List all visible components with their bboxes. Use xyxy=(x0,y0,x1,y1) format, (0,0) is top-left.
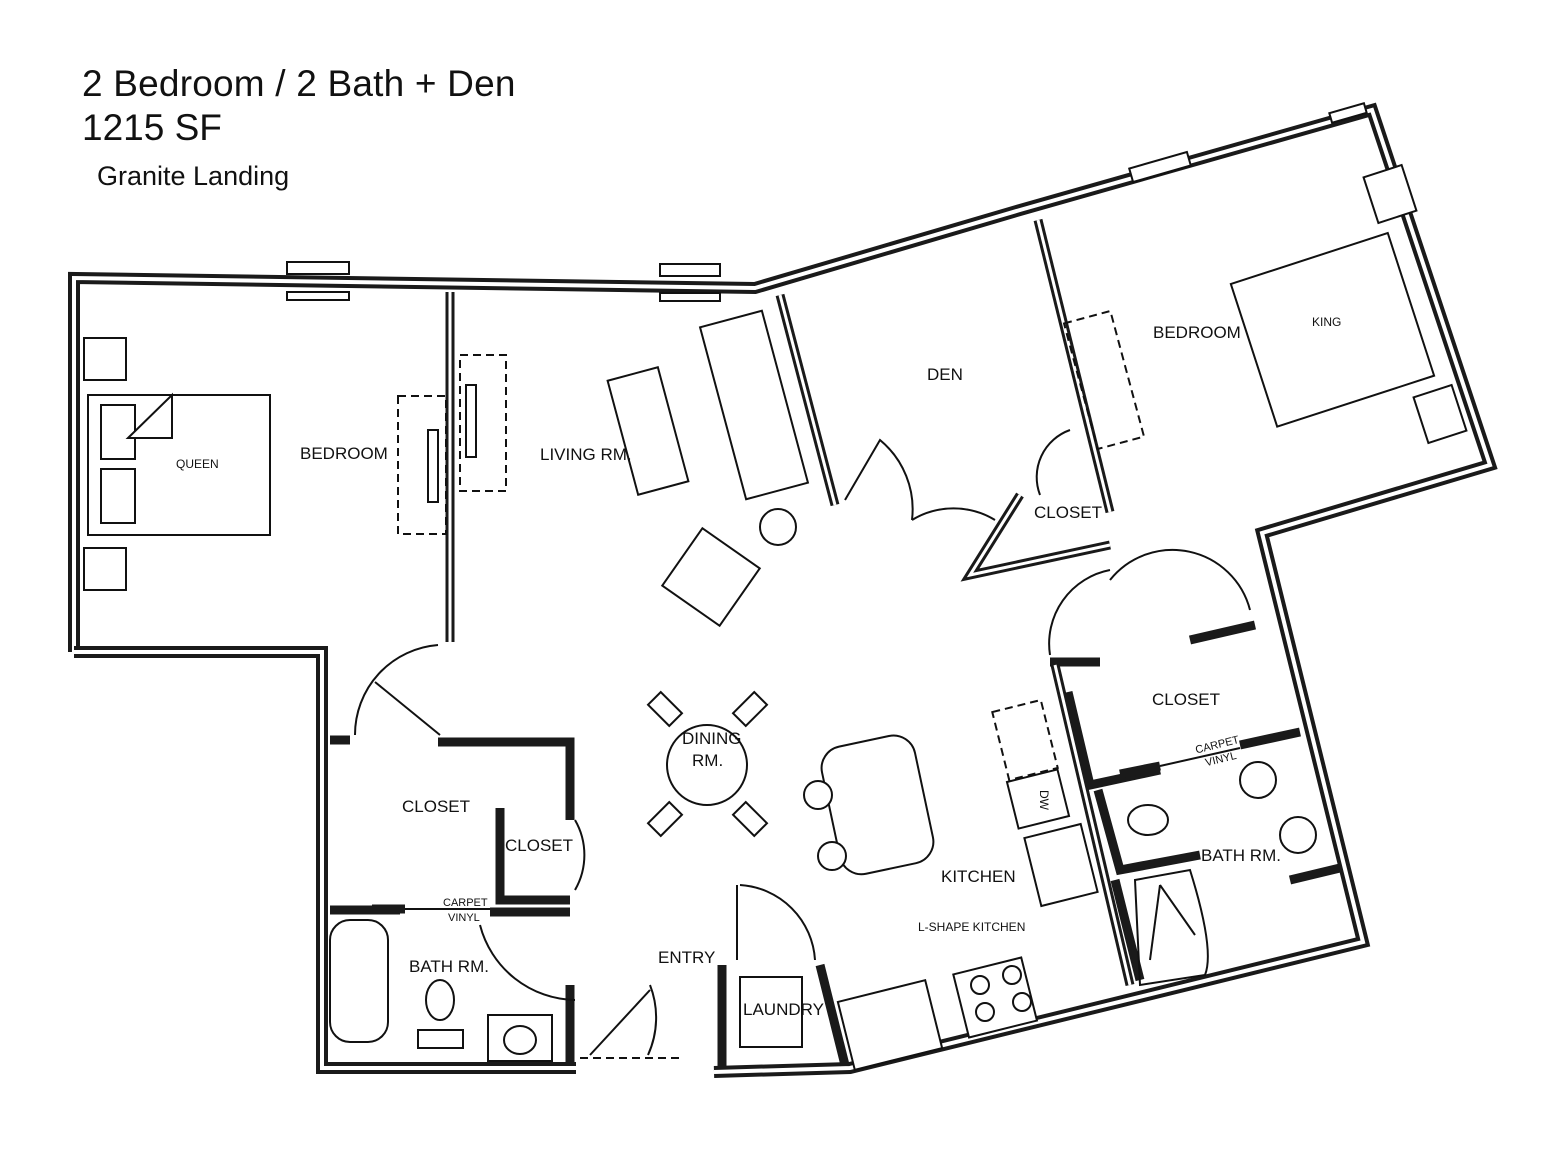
sink-icon xyxy=(1023,822,1099,908)
label-kitchen: KITCHEN xyxy=(941,867,1016,886)
unit-square-footage: 1215 SF xyxy=(82,107,222,148)
window-den xyxy=(1127,150,1193,184)
toilet-icon xyxy=(425,979,455,1021)
exterior-walls xyxy=(68,102,1498,1078)
counter-sink-icon xyxy=(836,978,944,1072)
dresser-icon xyxy=(1062,309,1146,451)
armchair-icon xyxy=(660,526,762,628)
interior-walls xyxy=(330,218,1342,1068)
label-den-closet: CLOSET xyxy=(1034,503,1102,522)
dresser-icon xyxy=(397,395,447,535)
label-bath-1: BATH RM. xyxy=(409,957,489,976)
label-laundry: LAUNDRY xyxy=(743,1000,824,1019)
transition-carpet-label: CARPET xyxy=(443,897,488,909)
label-queen-bed: QUEEN xyxy=(176,457,219,471)
label-hall-closet-1: CLOSET xyxy=(402,797,470,816)
label-bedroom-2: BEDROOM xyxy=(1153,323,1241,342)
label-den: DEN xyxy=(927,365,963,384)
door-hall-closet xyxy=(574,819,586,891)
kitchen-island-icon xyxy=(820,734,935,876)
door-bedroom1 xyxy=(353,644,439,736)
door-den xyxy=(844,438,914,521)
label-dining-1: DINING xyxy=(682,729,742,748)
room-labels: BEDROOM QUEEN LIVING RM. DEN BEDROOM KIN… xyxy=(176,315,1341,1019)
coffee-table-icon xyxy=(606,366,690,496)
sofa-icon xyxy=(698,309,810,501)
chair-icon xyxy=(646,800,684,838)
label-kitchen-type: L-SHAPE KITCHEN xyxy=(918,920,1025,934)
door-laundry xyxy=(739,884,816,961)
sink-icon xyxy=(1239,761,1277,799)
transition-vinyl-label: VINYL xyxy=(448,912,480,924)
stool-icon xyxy=(803,780,833,810)
door-entry xyxy=(647,984,658,1056)
label-entry: ENTRY xyxy=(658,948,715,967)
nightstand-icon xyxy=(83,337,127,381)
label-dishwasher: DW xyxy=(1037,790,1051,811)
washer-dryer-icon xyxy=(739,976,803,1048)
door-bath1 xyxy=(479,924,576,1001)
window-living xyxy=(659,263,721,277)
stool-icon xyxy=(817,841,847,871)
label-dining-2: RM. xyxy=(692,751,723,770)
label-bedroom-1: BEDROOM xyxy=(300,444,388,463)
side-table-icon xyxy=(759,508,797,546)
label-king-bed: KING xyxy=(1312,315,1341,329)
window-bedroom1 xyxy=(286,261,350,275)
nightstand-icon xyxy=(83,547,127,591)
nightstand-icon xyxy=(1362,163,1418,225)
window-bedroom2 xyxy=(1328,101,1368,125)
toilet-icon xyxy=(1127,804,1169,836)
label-master-closet: CLOSET xyxy=(1152,690,1220,709)
plan-header: 2 Bedroom / 2 Bath + Den 1215 SF Granite… xyxy=(82,62,516,192)
bathtub-icon xyxy=(329,919,389,1043)
chair-icon xyxy=(731,690,769,728)
chair-icon xyxy=(646,690,684,728)
chair-icon xyxy=(731,800,769,838)
label-master-bath: BATH RM. xyxy=(1201,846,1281,865)
door-den-closet xyxy=(1035,429,1071,496)
shower-icon xyxy=(1133,868,1209,987)
windows xyxy=(286,101,1368,302)
property-name: Granite Landing xyxy=(97,161,290,191)
furniture xyxy=(83,163,1468,1072)
dishwasher-icon xyxy=(1005,768,1071,830)
nightstand-icon xyxy=(1412,383,1468,445)
label-living-room: LIVING RM. xyxy=(540,445,632,464)
dining-table-icon xyxy=(666,724,748,806)
door-master-closet xyxy=(1048,569,1111,656)
king-bed-icon xyxy=(1229,231,1436,428)
label-hall-closet-2: CLOSET xyxy=(505,836,573,855)
doors xyxy=(353,429,1251,1059)
sink-icon xyxy=(1279,816,1317,854)
unit-type-title: 2 Bedroom / 2 Bath + Den xyxy=(82,63,516,104)
fridge-icon xyxy=(991,698,1059,782)
